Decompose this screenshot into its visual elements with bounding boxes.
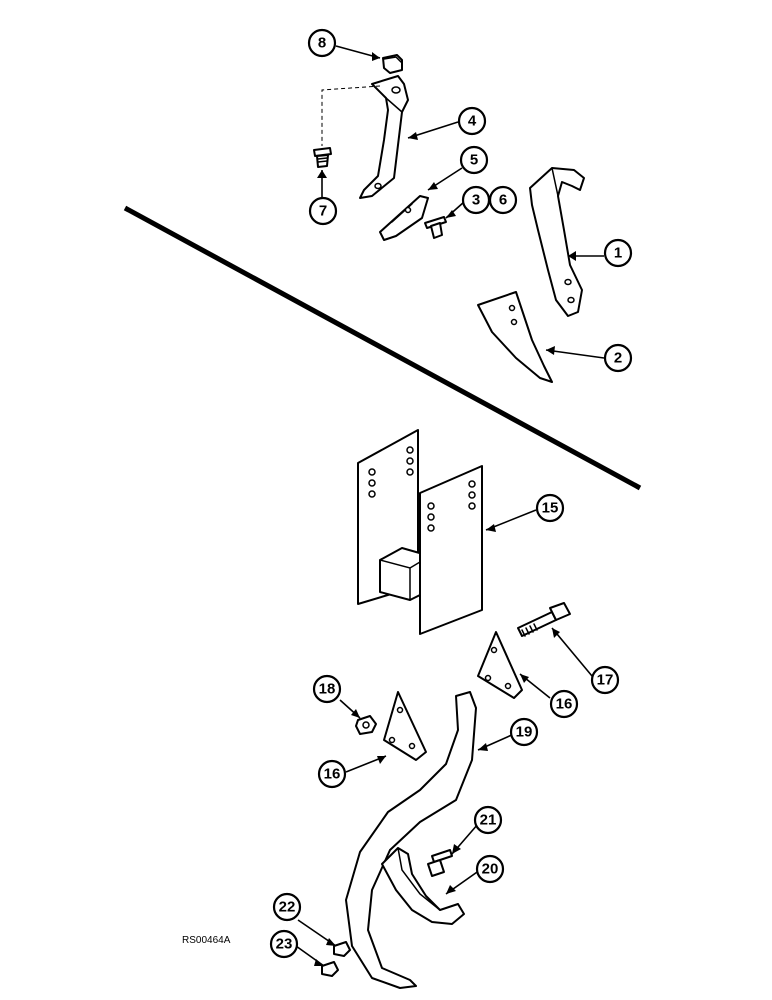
callout-label: 16 [324,766,341,783]
callout-19: 19 [509,717,539,747]
callout-18: 18 [312,674,342,704]
callout-label: 15 [542,500,559,517]
part-8-nut [382,54,403,74]
callout-label: 23 [276,936,293,953]
figure-reference: RS00464A [182,935,231,946]
part-19-spring-shank [345,691,477,989]
callout-16-left: 16 [317,759,347,789]
callout-16-right: 16 [549,689,579,719]
callout-label: 1 [614,245,622,262]
separator-line [123,205,642,491]
callout-label: 20 [482,861,499,878]
part-3-6-bolt [424,216,447,239]
callout-7: 7 [308,196,338,226]
callout-17: 17 [590,665,620,695]
callout-label: 17 [597,672,614,689]
callout-label: 6 [499,192,507,209]
assembly-guide-line [321,85,381,146]
part-22-nut [333,941,351,957]
part-21-bolt [427,849,453,877]
leader-lines [295,45,605,967]
callout-5: 5 [459,145,489,175]
callout-1: 1 [603,238,633,268]
part-18-nut [355,715,377,735]
part-23-nut [321,961,339,977]
part-16-plate-left [383,691,427,761]
callout-22: 22 [272,892,302,922]
part-16-plate-right [477,631,523,699]
part-20-sweep [381,847,465,925]
callout-label: 19 [516,724,533,741]
callout-label: 7 [319,203,327,220]
callout-label: 18 [319,681,336,698]
callout-label: 4 [468,113,477,130]
callout-label: 2 [614,350,622,367]
part-7-bolt [313,147,332,168]
part-1-shank [529,167,585,317]
part-2-blade [477,291,553,383]
callout-15: 15 [535,493,565,523]
callout-label: 3 [472,192,480,209]
part-17-long-bolt [517,602,571,637]
callout-label: 8 [318,35,326,52]
callout-label: 21 [480,812,497,829]
part-4-shank [359,75,409,199]
callout-4: 4 [457,106,487,136]
callout-21: 21 [473,805,503,835]
part-5-point [379,195,429,241]
callout-8: 8 [307,28,337,58]
callout-2: 2 [603,343,633,373]
callout-label: 16 [556,696,573,713]
callout-3: 3 [461,185,491,215]
callout-20: 20 [475,854,505,884]
callout-6: 6 [488,185,518,215]
callout-label: 5 [470,152,478,169]
part-15-bracket [357,429,483,635]
callout-label: 22 [279,899,296,916]
callout-23: 23 [269,929,299,959]
